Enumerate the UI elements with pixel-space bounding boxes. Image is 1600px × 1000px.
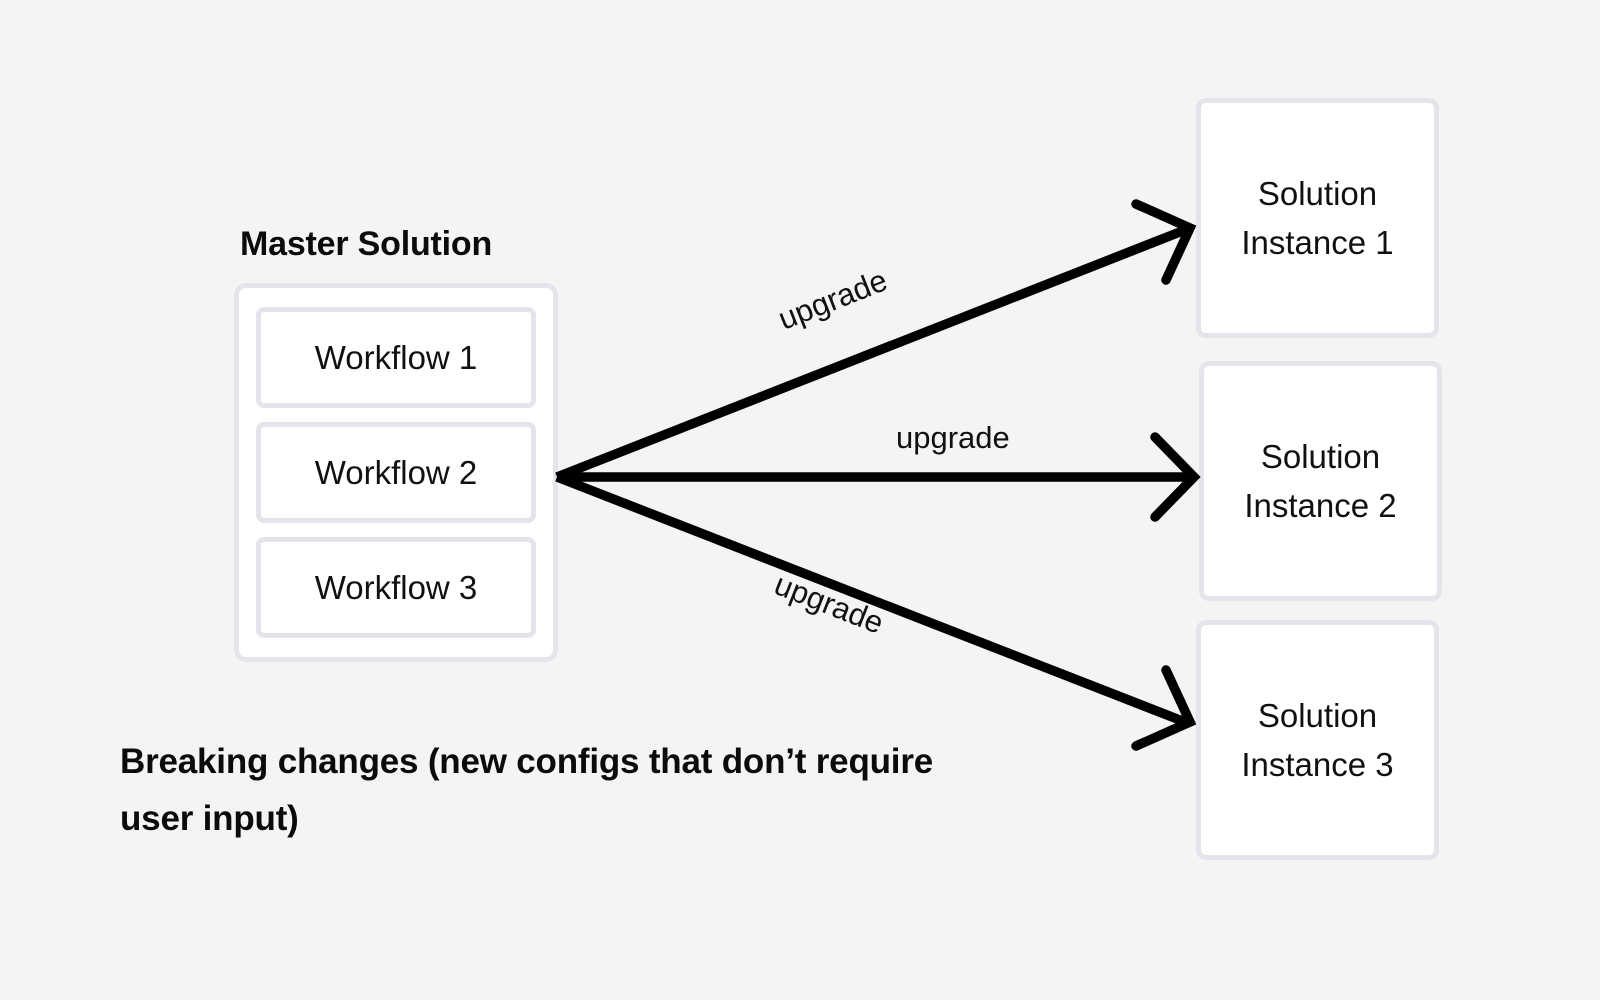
workflow-label: Workflow 2 <box>314 453 478 491</box>
master-solution-container: Workflow 1 Workflow 2 Workflow 3 <box>234 283 558 662</box>
solution-instance-3-box[interactable]: Solution Instance 3 <box>1196 620 1439 860</box>
solution-instance-2-box[interactable]: Solution Instance 2 <box>1199 361 1442 601</box>
master-solution-title: Master Solution <box>240 225 493 263</box>
edge-label-upgrade-3: upgrade <box>769 566 889 641</box>
solution-instance-label: Solution Instance 2 <box>1244 437 1397 525</box>
edge-label-upgrade-1: upgrade <box>773 262 893 337</box>
workflow-box-3[interactable]: Workflow 3 <box>256 537 536 638</box>
workflow-label: Workflow 1 <box>314 338 478 376</box>
workflow-list: Workflow 1 Workflow 2 Workflow 3 <box>239 288 553 657</box>
workflow-label: Workflow 3 <box>314 568 478 606</box>
upgrade-arrow-1 <box>555 199 1197 482</box>
breaking-changes-caption: Breaking changes (new configs that don’t… <box>120 742 934 838</box>
solution-instance-1-box[interactable]: Solution Instance 1 <box>1196 98 1439 338</box>
solution-instance-label: Solution Instance 3 <box>1241 696 1394 784</box>
workflow-box-1[interactable]: Workflow 1 <box>256 307 536 408</box>
edge-label-upgrade-2: upgrade <box>896 420 1010 455</box>
upgrade-arrow-2 <box>557 432 1201 522</box>
workflow-box-2[interactable]: Workflow 2 <box>256 422 536 523</box>
solution-instance-label: Solution Instance 1 <box>1241 174 1394 262</box>
